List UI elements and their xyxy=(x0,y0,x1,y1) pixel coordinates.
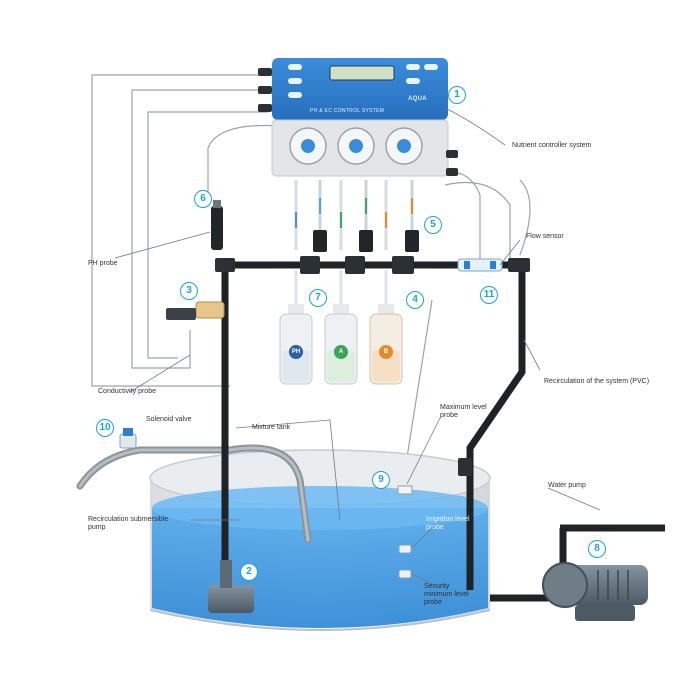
label-irrigation-level-probe: Irrigation level probe xyxy=(426,516,470,531)
label-solenoid-valve: Solenoid valve xyxy=(146,416,192,423)
label-mixture-tank: Mixture tank xyxy=(252,424,291,431)
level-probes xyxy=(397,485,413,579)
callout-5: 5 xyxy=(424,216,442,234)
bottle-ph xyxy=(279,304,313,385)
label-recirculation-pump: Recirculation submersible pump xyxy=(88,516,169,531)
leader-lines xyxy=(114,107,601,589)
controller-brand: AQUA xyxy=(408,96,427,102)
bottle-a xyxy=(324,304,358,385)
peristaltic-pumps xyxy=(289,127,423,165)
callout-3: 3 xyxy=(180,282,198,300)
bottle-b-label: B xyxy=(383,349,389,355)
callout-9: 9 xyxy=(372,471,390,489)
callout-2: 2 xyxy=(240,563,258,581)
callout-8: 8 xyxy=(588,540,606,558)
label-ph-probe: PH probe xyxy=(88,260,118,267)
callout-6: 6 xyxy=(194,190,212,208)
label-conductivity-probe: Conductivity probe xyxy=(98,388,156,395)
label-nutrient-controller: Nutrient controller system xyxy=(512,142,592,149)
callout-1: 1 xyxy=(448,86,466,104)
nutrient-controller xyxy=(258,58,458,177)
label-maximum-level-probe: Maximum level probe xyxy=(440,404,487,419)
submersible-pump xyxy=(208,560,254,613)
callout-4: 4 xyxy=(406,291,424,309)
flow-sensor xyxy=(457,258,503,272)
bottle-b xyxy=(369,304,403,385)
ph-probe xyxy=(211,200,223,250)
check-valves xyxy=(313,230,419,252)
flow-arrows xyxy=(295,198,413,228)
conductivity-probe xyxy=(166,301,225,320)
dosing-bottles xyxy=(279,304,403,385)
callout-7: 7 xyxy=(309,289,327,307)
bottle-ph-label: PH xyxy=(291,349,301,355)
label-flow-sensor: Flow sensor xyxy=(526,233,564,240)
label-security-minimum-probe: Security minimum level probe xyxy=(424,583,469,606)
hoses xyxy=(76,444,312,544)
bottle-a-label: A xyxy=(338,349,344,355)
callout-10: 10 xyxy=(96,419,114,437)
callout-11: 11 xyxy=(480,286,498,304)
label-water-pump: Water pump xyxy=(548,482,586,489)
water-pump xyxy=(542,562,648,621)
controller-title: PH & EC CONTROL SYSTEM xyxy=(310,108,385,114)
solenoid-valve xyxy=(119,428,137,449)
label-recirculation-pvc: Recirculation of the system (PVC) xyxy=(544,378,650,385)
pipe-fittings xyxy=(215,256,530,476)
